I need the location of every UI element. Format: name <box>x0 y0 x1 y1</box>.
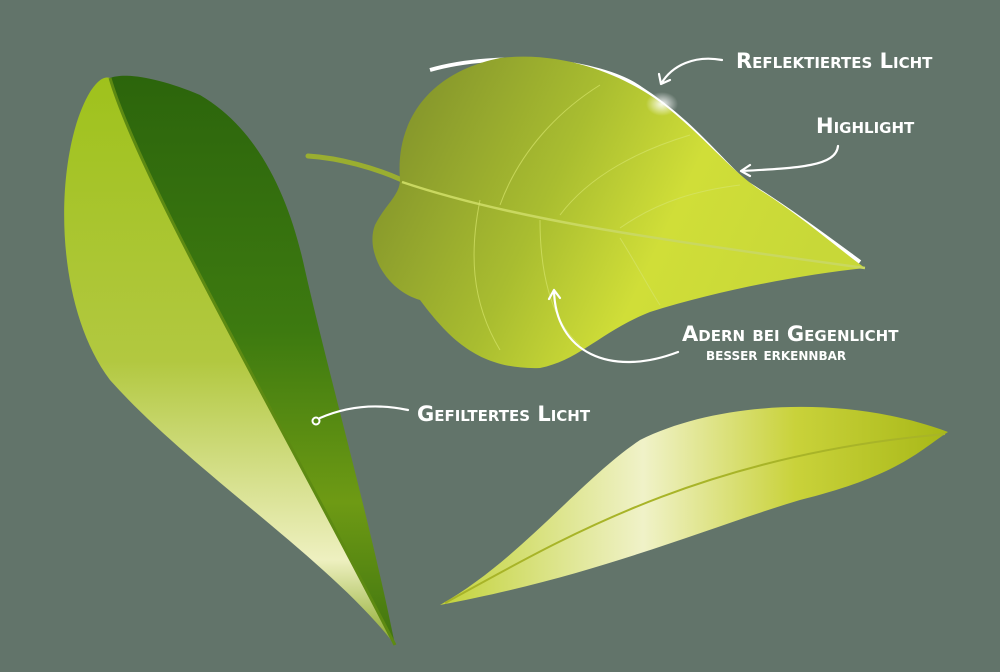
bottom-leaf-blade <box>440 406 948 605</box>
reflected-light-glow <box>646 92 678 116</box>
heart-leaf-midrib <box>401 180 866 270</box>
arrow-icon <box>739 144 840 178</box>
annotation-filtered-light: Gefiltertes Licht <box>311 402 591 426</box>
left-leaf-right-half <box>110 75 395 645</box>
label-veins-line2: besser erkennbar <box>706 345 846 365</box>
left-leaf <box>64 75 397 646</box>
label-reflected-light: Reflektiertes Licht <box>736 49 933 73</box>
left-leaf-left-half <box>64 77 395 645</box>
bottom-leaf-midrib <box>444 433 946 604</box>
annotation-reflected-light: Reflektiertes Licht <box>657 49 933 86</box>
annotation-veins: Adern bei Gegenlicht besser erkennbar <box>547 288 899 365</box>
label-filtered-light: Gefiltertes Licht <box>417 402 591 426</box>
marker-dot-icon <box>311 416 321 426</box>
arrow-icon <box>318 405 410 420</box>
bottom-leaf <box>440 406 948 605</box>
left-leaf-midrib <box>108 77 397 646</box>
heart-leaf-stem <box>305 153 405 183</box>
arrow-icon <box>547 288 680 364</box>
annotation-highlight: Highlight <box>739 114 915 178</box>
arrow-icon <box>657 57 724 86</box>
heart-leaf <box>305 56 866 369</box>
label-veins-line1: Adern bei Gegenlicht <box>682 322 899 346</box>
heart-leaf-blade <box>372 56 865 369</box>
heart-leaf-veins <box>473 84 741 351</box>
label-highlight: Highlight <box>816 114 915 138</box>
